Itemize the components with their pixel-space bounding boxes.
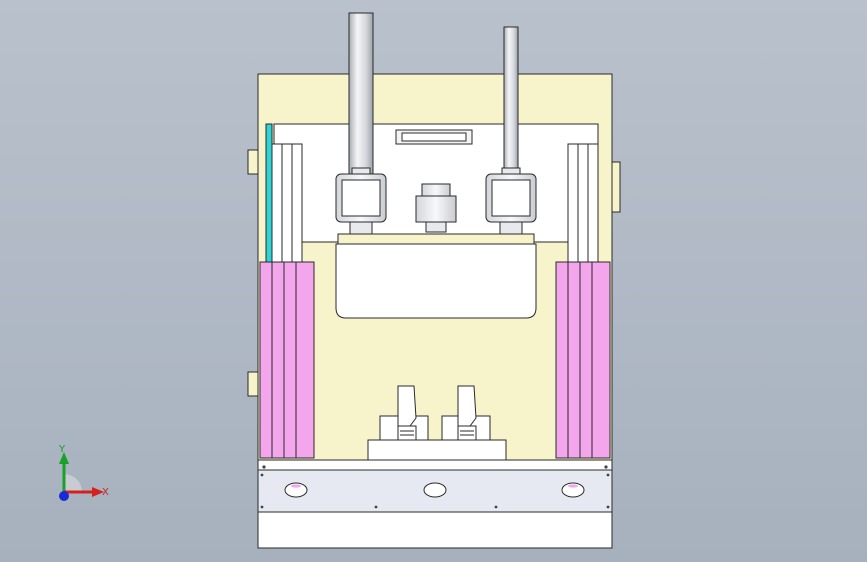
fixture-base [367, 439, 507, 461]
x-axis-label: X [102, 487, 109, 498]
right-hinge [611, 161, 621, 213]
left-cylinder-rod [348, 12, 374, 176]
base-hole-center [423, 482, 447, 498]
right-cylinder-rod [503, 26, 519, 176]
base-screws [260, 465, 610, 509]
right-clamp [457, 385, 477, 427]
base-hole-right [561, 482, 585, 498]
press-plate [337, 233, 535, 245]
left-hinge-lower [247, 371, 259, 397]
left-accent-strip [265, 123, 273, 263]
left-column [259, 261, 315, 459]
left-clamp [397, 385, 417, 427]
right-column [555, 261, 611, 459]
base-foot [257, 511, 613, 549]
press-head [335, 243, 537, 319]
base-plate-lip [257, 459, 613, 471]
center-punch [415, 183, 457, 233]
axis-triad: Y X [40, 440, 120, 510]
y-axis-label: Y [59, 444, 66, 455]
base-hole-left [284, 482, 308, 498]
axis-triad-icon [59, 452, 104, 501]
left-hinge-upper [247, 149, 259, 175]
